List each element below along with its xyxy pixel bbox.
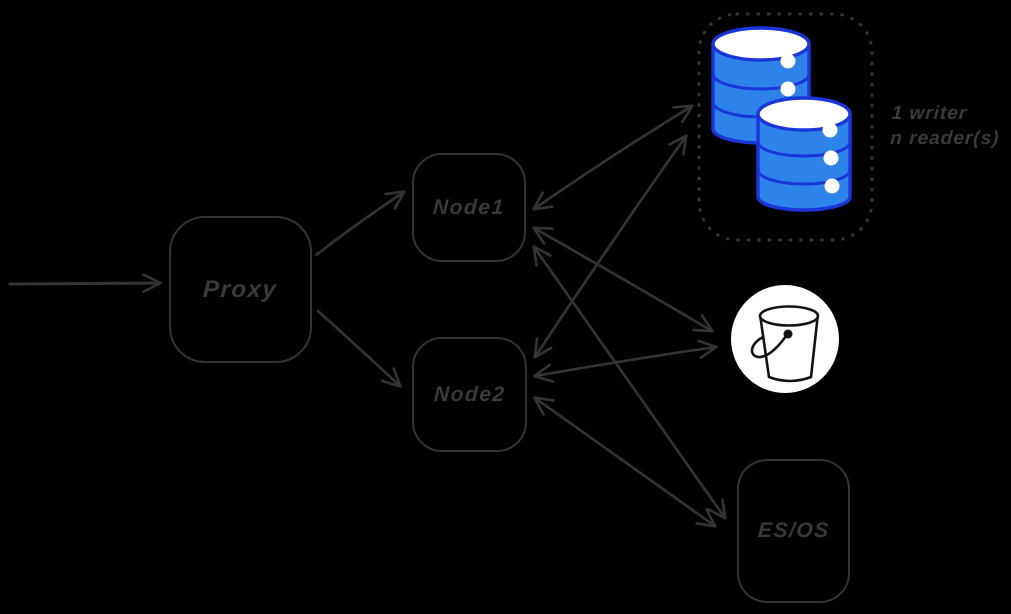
node2-label: Node2 bbox=[433, 382, 506, 406]
bucket-icon bbox=[731, 285, 839, 393]
edge-node2-database-arrow bbox=[533, 134, 688, 359]
esos-node: ES/OS bbox=[737, 459, 850, 603]
proxy-label: Proxy bbox=[202, 275, 279, 303]
edge-node1-esos-arrow bbox=[532, 245, 727, 520]
edge-node2-bucket-arrow bbox=[533, 339, 718, 383]
database-cluster-note: 1 writer n reader(s) bbox=[890, 101, 1002, 151]
edge-proxy-to-node1-arrow bbox=[314, 190, 406, 257]
proxy-node: Proxy bbox=[169, 216, 312, 363]
node1-label: Node1 bbox=[432, 195, 506, 219]
database-note-line1: 1 writer bbox=[891, 103, 968, 124]
edge-node1-database-arrow bbox=[532, 104, 694, 211]
edge-inbound-to-proxy-arrow bbox=[8, 273, 162, 293]
edge-proxy-to-node2-arrow bbox=[316, 309, 402, 388]
database-cylinder-front-icon bbox=[756, 96, 852, 212]
database-note-line2: n reader(s) bbox=[889, 128, 1001, 149]
database-cluster-box bbox=[697, 12, 874, 242]
edge-node1-bucket-arrow bbox=[532, 226, 714, 333]
edge-node2-esos-arrow bbox=[533, 396, 717, 528]
node2-node: Node2 bbox=[412, 337, 527, 452]
node1-node: Node1 bbox=[412, 153, 526, 262]
esos-label: ES/OS bbox=[757, 519, 830, 542]
